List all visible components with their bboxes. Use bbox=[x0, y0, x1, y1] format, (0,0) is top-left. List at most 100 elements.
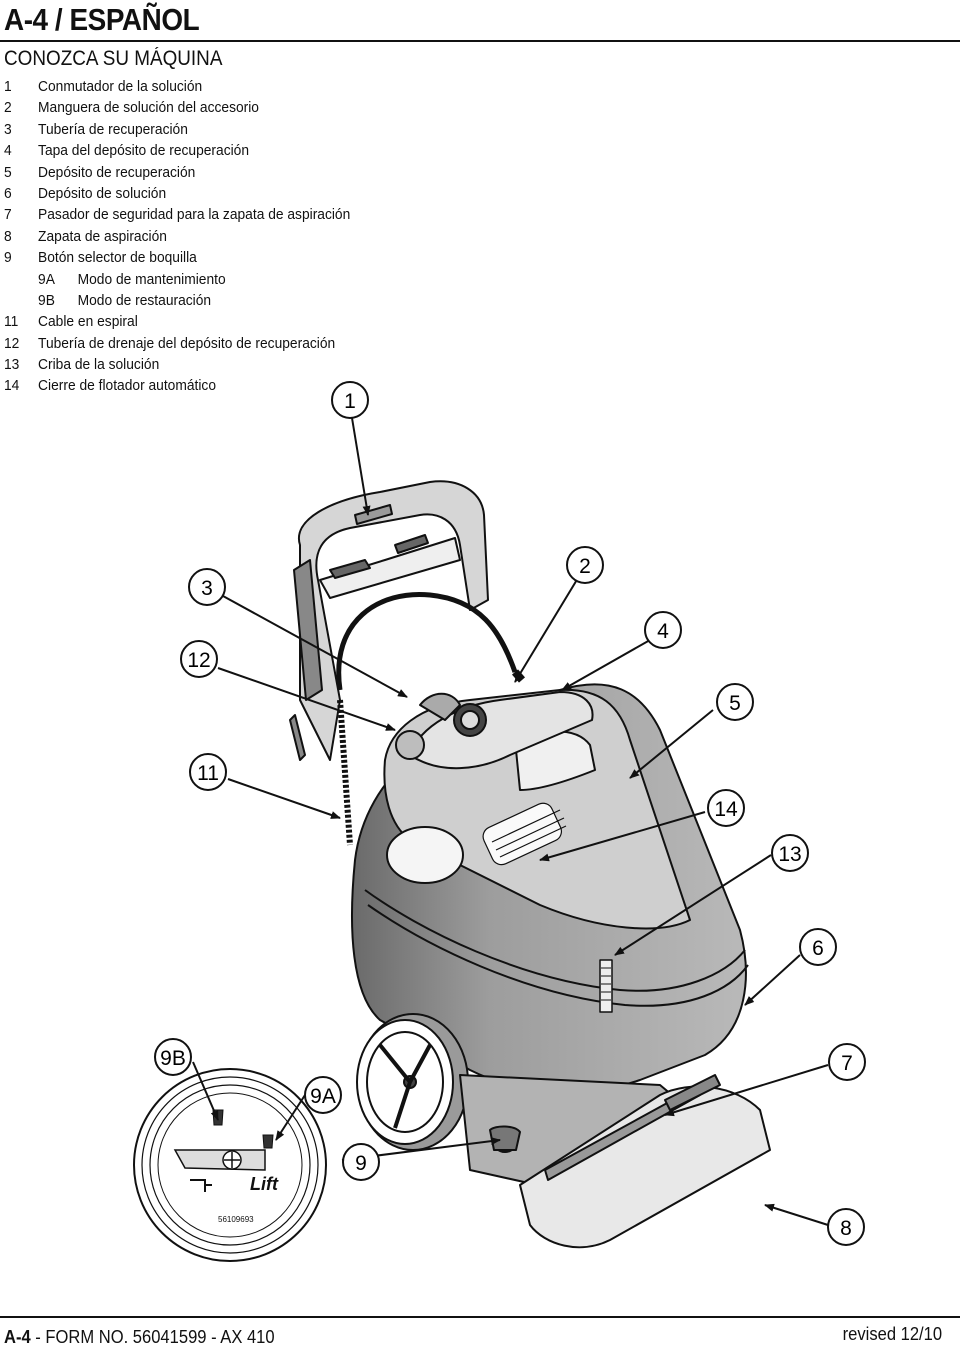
callout-2: 2 bbox=[566, 546, 604, 584]
part-label: Tubería de recuperación bbox=[38, 120, 188, 138]
part-label: Modo de mantenimiento bbox=[77, 270, 226, 288]
parts-list-item: 5 Depósito de recuperación bbox=[4, 162, 350, 183]
footer-rule bbox=[0, 1316, 960, 1318]
part-number: 14 bbox=[4, 377, 20, 395]
svg-text:11: 11 bbox=[197, 762, 219, 785]
parts-list-item: 4 Tapa del depósito de recuperación bbox=[4, 140, 350, 161]
part-label: Tapa del depósito de recuperación bbox=[38, 142, 250, 160]
part-number: 4 bbox=[4, 142, 12, 160]
callout-9b: 9B bbox=[154, 1038, 192, 1076]
callout-14: 14 bbox=[707, 789, 745, 827]
callout-6: 6 bbox=[799, 928, 837, 966]
svg-text:9A: 9A bbox=[310, 1085, 336, 1108]
parts-list: 1 Conmutador de la solución 2 Manguera de … bbox=[4, 76, 380, 397]
part-number: 12 bbox=[4, 334, 20, 352]
parts-list-subitem: 9A Modo de mantenimiento bbox=[4, 269, 350, 290]
footer-form-number: A-4 - FORM NO. 56041599 - AX 410 bbox=[4, 1327, 275, 1348]
selector-brand-logo: Lift bbox=[250, 1174, 279, 1194]
parts-list-item: 1 Conmutador de la solución bbox=[4, 76, 350, 97]
parts-list-item: 13 Criba de la solución bbox=[4, 354, 350, 375]
parts-list-item: 11 Cable en espiral bbox=[4, 311, 350, 332]
coiled-cable bbox=[337, 699, 353, 846]
part-number: 13 bbox=[4, 356, 20, 374]
part-label: Botón selector de boquilla bbox=[38, 249, 197, 267]
parts-list-item: 6 Depósito de solución bbox=[4, 183, 350, 204]
footer-form-text: - FORM NO. 56041599 - AX 410 bbox=[30, 1327, 275, 1347]
accessory-hose bbox=[336, 591, 518, 691]
svg-text:9B: 9B bbox=[160, 1047, 186, 1070]
part-label: Cable en espiral bbox=[38, 313, 138, 331]
part-number: 6 bbox=[4, 184, 12, 202]
part-label: Pasador de seguridad para la zapata de a… bbox=[38, 206, 351, 224]
callout-12: 12 bbox=[180, 640, 218, 678]
extractor-machine bbox=[289, 480, 771, 1249]
selector-pointer bbox=[173, 1149, 266, 1171]
svg-text:6: 6 bbox=[812, 937, 824, 960]
parts-list-item: 12 Tubería de drenaje del depósito de rec… bbox=[4, 333, 350, 354]
rear-wheel bbox=[356, 1013, 469, 1151]
part-label: Cierre de flotador automático bbox=[38, 377, 217, 395]
part-label: Depósito de solución bbox=[38, 184, 167, 202]
svg-text:4: 4 bbox=[657, 620, 669, 643]
part-label: Manguera de solución del accesorio bbox=[38, 99, 259, 117]
part-label: Tubería de drenaje del depósito de recup… bbox=[38, 334, 336, 352]
part-label: Conmutador de la solución bbox=[38, 78, 203, 95]
part-number: 9B bbox=[38, 291, 55, 309]
svg-text:9: 9 bbox=[355, 1152, 367, 1175]
part-number: 1 bbox=[4, 78, 12, 95]
part-number: 9 bbox=[4, 249, 12, 267]
callout-3: 3 bbox=[188, 568, 226, 606]
svg-text:5: 5 bbox=[729, 692, 741, 715]
header-rule bbox=[0, 40, 960, 42]
vacuum-shoe bbox=[519, 1085, 771, 1249]
footer-page-ref: A-4 bbox=[4, 1327, 31, 1347]
svg-text:12: 12 bbox=[187, 649, 210, 672]
part-number: 3 bbox=[4, 120, 12, 138]
svg-text:1: 1 bbox=[344, 390, 356, 413]
page-header: A-4 / ESPAÑOL bbox=[0, 0, 960, 42]
selector-part-number: 56109693 bbox=[218, 1215, 254, 1224]
part-label: Criba de la solución bbox=[38, 356, 160, 374]
callout-9a: 9A bbox=[304, 1076, 342, 1114]
page-footer: A-4 - FORM NO. 56041599 - AX 410 revised… bbox=[0, 1310, 960, 1348]
part-number: 11 bbox=[4, 313, 19, 331]
callout-13: 13 bbox=[771, 834, 809, 872]
float-shutoff bbox=[599, 959, 613, 1013]
part-label: Depósito de recuperación bbox=[38, 163, 196, 181]
parts-list-item: 3 Tubería de recuperación bbox=[4, 119, 350, 140]
part-number: 7 bbox=[4, 206, 12, 224]
callout-5: 5 bbox=[716, 683, 754, 721]
part-number: 8 bbox=[4, 227, 12, 245]
part-label: Modo de restauración bbox=[77, 291, 212, 309]
part-number: 5 bbox=[4, 163, 12, 181]
svg-text:2: 2 bbox=[579, 555, 591, 578]
nozzle-selector-detail: Lift 56109693 bbox=[133, 1068, 327, 1262]
maintenance-mode-icon bbox=[262, 1134, 274, 1149]
section-title: CONOZCA SU MÁQUINA bbox=[4, 47, 223, 70]
solution-screen bbox=[482, 802, 567, 866]
callout-8: 8 bbox=[827, 1208, 865, 1246]
parts-list-item: 9 Botón selector de boquilla bbox=[4, 247, 350, 268]
callout-4: 4 bbox=[644, 611, 682, 649]
part-number: 9A bbox=[38, 270, 55, 288]
svg-text:8: 8 bbox=[840, 1217, 852, 1240]
footer-revision: revised 12/10 bbox=[842, 1324, 942, 1344]
callout-1: 1 bbox=[331, 381, 369, 419]
callouts: 1 2 3 4 12 5 11 14 13 6 9B 7 9A 9 8 bbox=[154, 381, 866, 1246]
faucet-icon bbox=[190, 1179, 212, 1192]
leader-lines bbox=[192, 417, 829, 1226]
parts-list-subitem: 9B Modo de restauración bbox=[4, 290, 350, 311]
parts-list-item: 2 Manguera de solución del accesorio bbox=[4, 97, 350, 118]
svg-text:7: 7 bbox=[841, 1052, 853, 1075]
nozzle-selector-knob bbox=[489, 1125, 521, 1151]
parts-list-item: 7 Pasador de seguridad para la zapata de … bbox=[4, 204, 350, 225]
part-number: 2 bbox=[4, 99, 12, 117]
svg-text:3: 3 bbox=[201, 577, 213, 600]
callout-9: 9 bbox=[342, 1143, 380, 1181]
svg-text:13: 13 bbox=[778, 843, 801, 866]
svg-text:14: 14 bbox=[714, 798, 738, 821]
machine-diagram: Lift 56109693 1 2 3 4 12 5 11 14 13 6 9B… bbox=[133, 381, 866, 1262]
parts-list-item: 14 Cierre de flotador automático bbox=[4, 375, 350, 396]
callout-7: 7 bbox=[828, 1043, 866, 1081]
